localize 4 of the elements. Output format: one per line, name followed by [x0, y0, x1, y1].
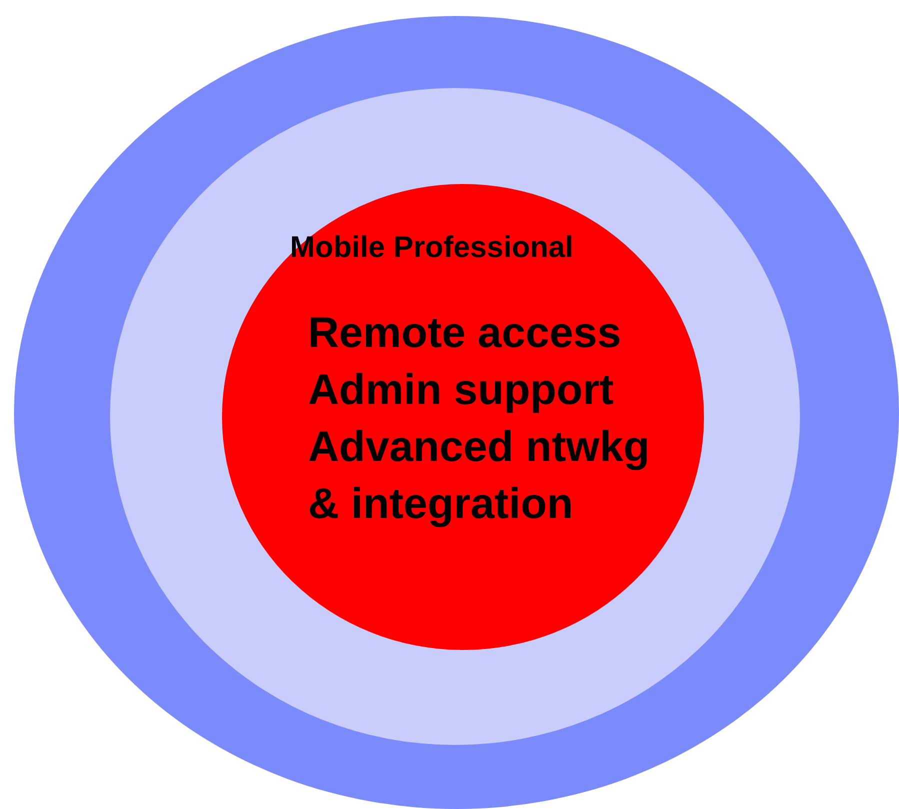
heading-text: Mobile Professional — [290, 230, 574, 266]
capability-text: Admin support — [308, 365, 615, 416]
capability-text: Remote access — [308, 308, 622, 359]
capability-text: Advanced ntwkg & integration — [308, 422, 651, 530]
